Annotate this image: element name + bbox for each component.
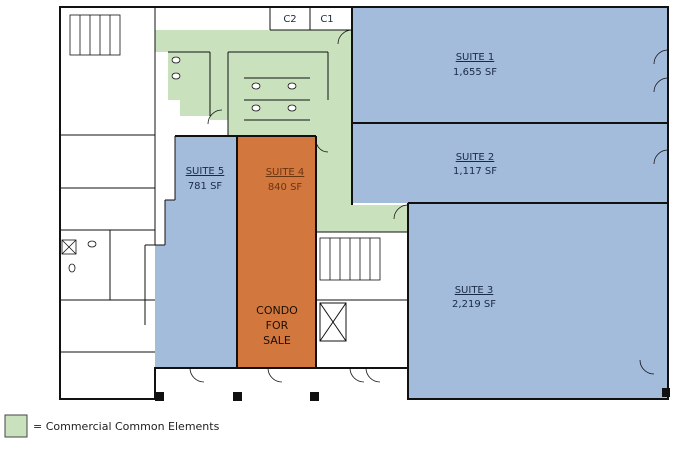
suite-3-area-label: 2,219 SF [452, 299, 496, 310]
elevator [319, 302, 347, 342]
suite-1-area[interactable] [352, 7, 668, 123]
suite-4-area[interactable] [237, 136, 316, 368]
restroom-fixtures [61, 56, 297, 273]
suite-1-area-label: 1,655 SF [453, 67, 497, 78]
stairs-top-left [69, 14, 121, 56]
stairs-center [319, 237, 381, 281]
common-corridor-top [155, 30, 408, 232]
suite-2-area-label: 1,117 SF [453, 166, 497, 177]
condo-note-line-1: CONDO [256, 304, 298, 317]
room-c1-label: C1 [320, 14, 333, 25]
walls [59, 6, 669, 400]
door-swings [189, 29, 669, 383]
suite-2-area[interactable] [352, 123, 668, 203]
condo-note-line-3: SALE [263, 334, 291, 347]
suite-1-name[interactable]: SUITE 1 [456, 52, 495, 63]
suite-2-name[interactable]: SUITE 2 [456, 152, 495, 163]
columns [155, 388, 670, 401]
legend-swatch [4, 414, 28, 438]
condo-note-line-2: FOR [266, 319, 289, 332]
legend-text: = Commercial Common Elements [33, 420, 220, 433]
common-elements [155, 30, 408, 232]
interior-walls [60, 7, 408, 353]
suite-4-name[interactable]: SUITE 4 [266, 167, 305, 178]
suite-5-area-label: 781 SF [188, 181, 223, 192]
suite-3-area[interactable] [408, 203, 668, 399]
room-c2-label: C2 [283, 14, 296, 25]
suite-4-area-label: 840 SF [268, 182, 303, 193]
suite-3-name[interactable]: SUITE 3 [455, 285, 494, 296]
suite-5-name[interactable]: SUITE 5 [186, 166, 225, 177]
